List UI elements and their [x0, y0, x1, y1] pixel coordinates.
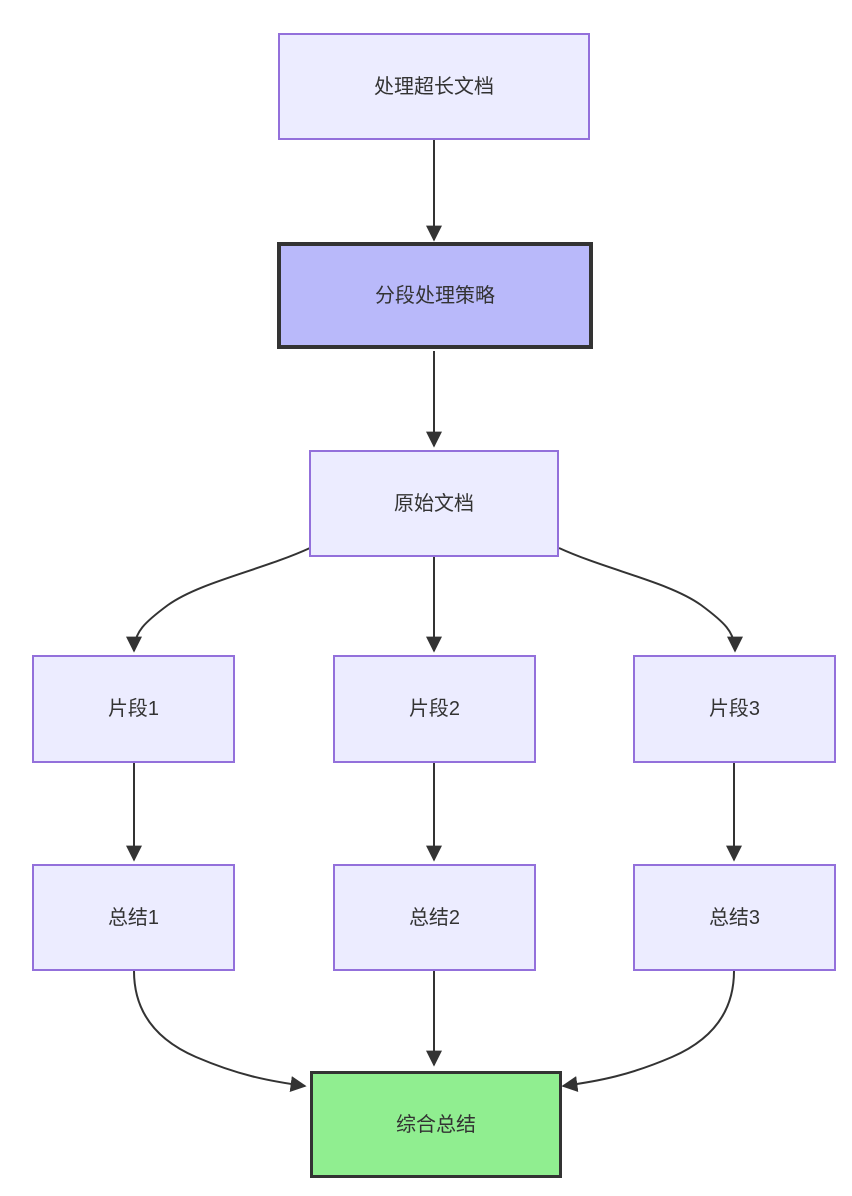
node-summary-3: 总结3: [633, 864, 836, 971]
node-label: 片段3: [708, 698, 761, 720]
node-label: 总结2: [408, 906, 461, 929]
node-label: 处理超长文档: [374, 75, 494, 98]
edge-summary-3-to-final: [561, 970, 735, 1092]
node-label: 片段2: [408, 698, 461, 720]
node-fragment-2: 片段2: [333, 655, 536, 763]
node-process-long-doc: 处理超长文档: [278, 33, 590, 140]
node-label: 总结3: [708, 906, 761, 929]
edge-doc-to-fragment-1: [126, 547, 311, 653]
node-label: 综合总结: [396, 1113, 476, 1136]
node-original-doc: 原始文档: [309, 450, 559, 557]
node-fragment-3: 片段3: [633, 655, 836, 763]
node-label: 分段处理策略: [375, 284, 495, 307]
node-summary-1: 总结1: [32, 864, 235, 971]
edge-doc-to-fragment-3: [558, 547, 743, 653]
node-summary-2: 总结2: [333, 864, 536, 971]
edge-summary-1-to-final: [133, 970, 307, 1092]
node-fragment-1: 片段1: [32, 655, 235, 763]
node-label: 片段1: [107, 698, 160, 720]
node-label: 原始文档: [394, 492, 474, 515]
node-final-summary: 综合总结: [310, 1071, 562, 1178]
node-segmentation-strategy: 分段处理策略: [277, 242, 593, 349]
node-label: 总结1: [107, 906, 160, 929]
